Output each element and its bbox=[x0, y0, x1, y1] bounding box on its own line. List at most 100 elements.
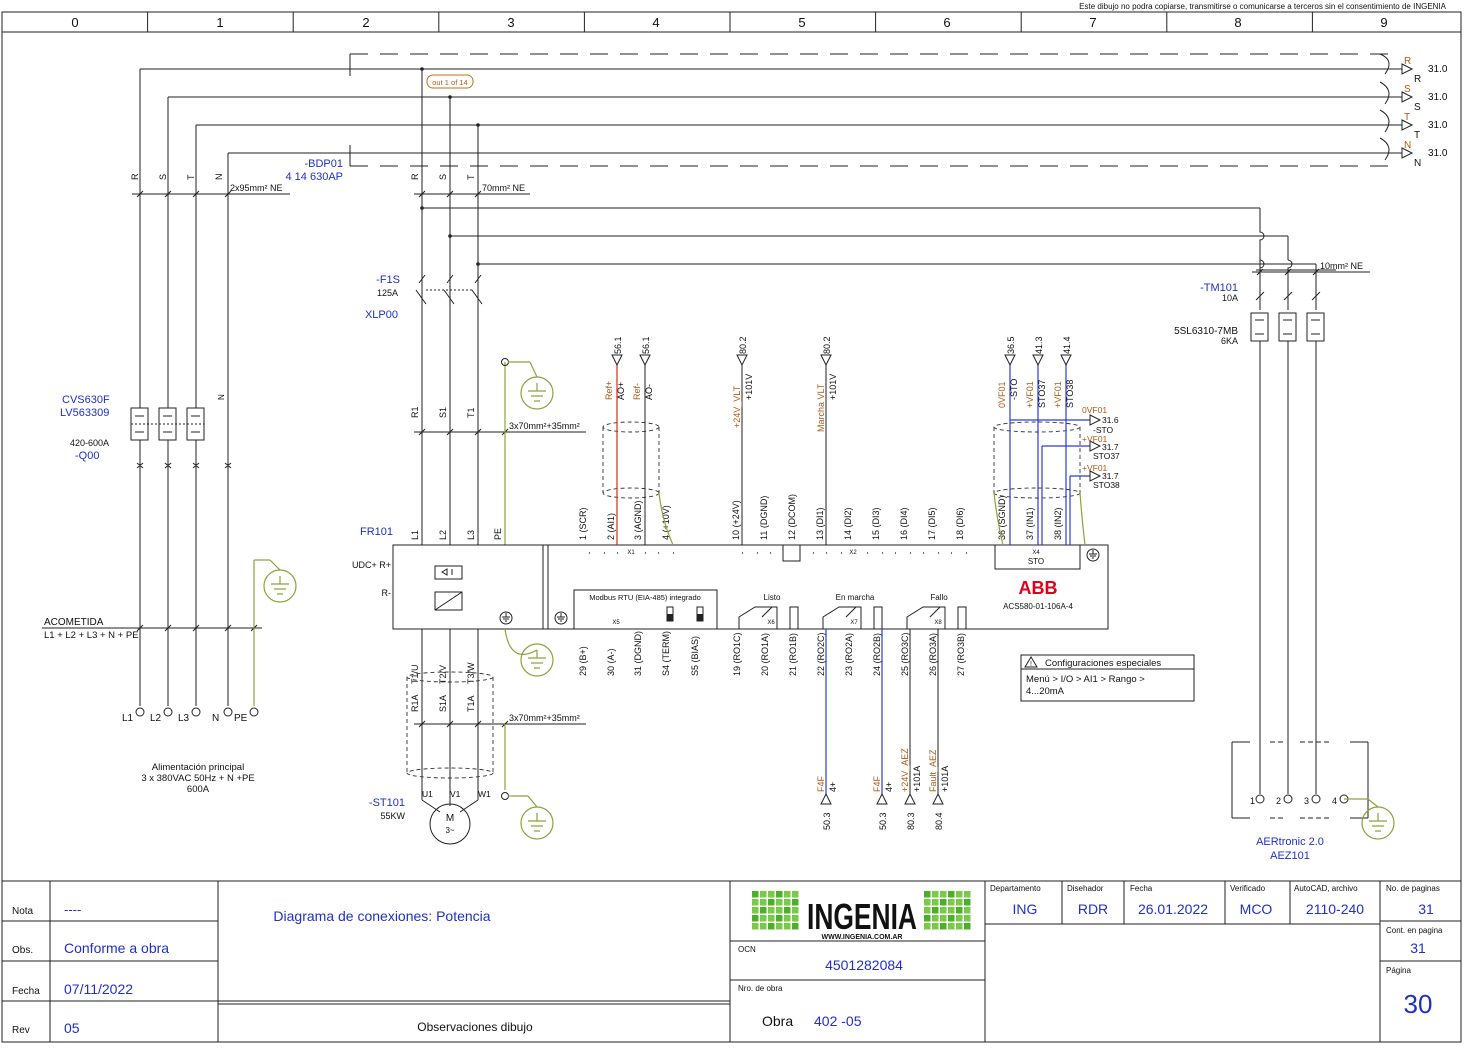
motor-symbol bbox=[429, 803, 471, 845]
bus-phase-letter: N bbox=[1404, 140, 1411, 151]
bus-phase-ref: 31.0 bbox=[1428, 92, 1448, 103]
x1-terminal: 4 (+10V) bbox=[661, 505, 671, 540]
acometida-conductors: L1 + L2 + L3 + N + PE bbox=[44, 630, 139, 641]
sto-sub: STO37 bbox=[1093, 451, 1120, 461]
logo-tile bbox=[752, 923, 759, 930]
inverter-icon bbox=[434, 591, 463, 611]
signal-sub: -STO bbox=[1009, 379, 1019, 400]
logo-tile bbox=[924, 899, 931, 906]
cont-value: 31 bbox=[1410, 940, 1426, 956]
logo-tile bbox=[792, 907, 799, 914]
logo-tile bbox=[752, 899, 759, 906]
sto-xref: 31.6 bbox=[1102, 415, 1119, 425]
breaker-name: CVS630F bbox=[62, 394, 110, 406]
logo-tile bbox=[932, 923, 939, 930]
rev-label: Rev bbox=[12, 1025, 30, 1036]
column-number: 4 bbox=[652, 15, 659, 30]
nota-label: Nota bbox=[12, 906, 34, 917]
copyright-note: Este dibujo no podra copiarse, transmiti… bbox=[1079, 2, 1447, 11]
logo-tile bbox=[784, 907, 791, 914]
device-terminal: 4 bbox=[1332, 796, 1337, 806]
pag-value: 30 bbox=[1404, 989, 1433, 1019]
ground-terminal-icon bbox=[554, 611, 568, 625]
sto-signal: 0VF01 bbox=[1082, 405, 1107, 415]
bus-phase-sub: T bbox=[1414, 130, 1420, 141]
drive-unit[interactable]: FR101 L1 L2 L3 PE UDC+ R+ R- T1/U T2/V T… bbox=[352, 494, 1109, 684]
logo-tile bbox=[760, 915, 767, 922]
out-badge[interactable] bbox=[426, 74, 474, 89]
logo-tile bbox=[784, 899, 791, 906]
signal-name: +24V_AEZ bbox=[900, 748, 910, 792]
logo-tile bbox=[956, 891, 963, 898]
motor-phases: 3~ bbox=[445, 826, 454, 835]
cell-label: Fecha bbox=[1130, 884, 1153, 893]
acometida-label: ACOMETIDA bbox=[44, 617, 104, 628]
fecha-value: 07/11/2022 bbox=[64, 981, 133, 997]
ground-terminal-icon bbox=[499, 611, 513, 625]
fuse-tag: -F1S bbox=[376, 274, 400, 286]
motor-m: M bbox=[446, 813, 454, 824]
column-ruler bbox=[147, 12, 1313, 32]
feed-current: 600A bbox=[187, 784, 210, 795]
npag-value: 31 bbox=[1418, 901, 1434, 917]
column-number: 8 bbox=[1234, 15, 1241, 30]
sto-xref: 31.7 bbox=[1102, 442, 1119, 452]
logo-tile bbox=[932, 899, 939, 906]
tm-rating: 10A bbox=[1222, 293, 1238, 303]
xref: 80.2 bbox=[738, 336, 748, 354]
logo-tile bbox=[940, 923, 947, 930]
relay-title: Fallo bbox=[930, 593, 948, 602]
main-busbar: R 31.0 R S 31.0 S T 31.0 T N 31.0 N bbox=[140, 53, 1448, 169]
logo-tile bbox=[940, 891, 947, 898]
bus-phase-ref: 31.0 bbox=[1428, 120, 1448, 131]
drive-model: ACS580-01-106A-4 bbox=[1003, 602, 1073, 611]
drawing-title: Diagrama de conexiones: Potencia bbox=[273, 908, 490, 924]
sto-xref: 31.7 bbox=[1102, 471, 1119, 481]
ingenia-logo: INGENIA WWW.INGENIA.COM.AR bbox=[752, 889, 972, 941]
logo-tile bbox=[932, 891, 939, 898]
phase-label: R bbox=[130, 173, 140, 180]
x4-connector: X4 bbox=[1032, 550, 1040, 556]
column-number: 9 bbox=[1380, 15, 1387, 30]
bus-phase-letter: S bbox=[1404, 84, 1411, 95]
logo-tile bbox=[924, 923, 931, 930]
cell-value: 26.01.2022 bbox=[1138, 901, 1208, 917]
device-terminal: 3 bbox=[1304, 796, 1309, 806]
relay-terminal: 27 (RO3B) bbox=[956, 633, 966, 676]
sto-signal: +VF01 bbox=[1082, 434, 1108, 444]
x5-connector: X5 bbox=[612, 620, 620, 626]
xref: 36.5 bbox=[1006, 336, 1016, 354]
drive-output-label: T3/W bbox=[466, 662, 476, 684]
logo-tile bbox=[924, 907, 931, 914]
logo-tile bbox=[752, 907, 759, 914]
motor-circuit: R1A S1A T1A 3x70mm²+35mm² U1 V1 W1 M 3~ … bbox=[369, 628, 586, 845]
logo-tile bbox=[752, 891, 759, 898]
xref: 56.1 bbox=[613, 336, 623, 354]
tm-icu: 6KA bbox=[1221, 336, 1238, 346]
logo-tile bbox=[948, 923, 955, 930]
motor-terminal: V1 bbox=[450, 789, 461, 799]
logo-tile bbox=[768, 891, 775, 898]
control-wiring-top: 56.1 56.1 Ref+ Ref- AO+ AO- 80.2 +24V_VL… bbox=[602, 336, 1120, 546]
logo-tile bbox=[964, 923, 971, 930]
device-tag: AEZ101 bbox=[1270, 850, 1310, 862]
motor-power: 55KW bbox=[380, 811, 405, 821]
signal-name: +VF01 bbox=[1025, 381, 1035, 408]
xref: 80.4 bbox=[934, 812, 944, 830]
column-numbers: 0 1 2 3 4 5 6 7 8 9 bbox=[71, 15, 1387, 30]
cell-label: Verificado bbox=[1230, 884, 1266, 893]
logo-tile bbox=[964, 907, 971, 914]
logo-tile bbox=[956, 907, 963, 914]
fuse-rating: 125A bbox=[377, 288, 398, 298]
logo-url: WWW.INGENIA.COM.AR bbox=[822, 934, 903, 941]
relay-terminal: 25 (RO3C) bbox=[900, 632, 910, 676]
logo-tile bbox=[776, 907, 783, 914]
npag-label: No. de paginas bbox=[1386, 884, 1440, 893]
config-note: ! Configuraciones especiales Menú > I/O … bbox=[1020, 654, 1195, 702]
logo-tile bbox=[784, 923, 791, 930]
cable-spec: 10mm² NE bbox=[1320, 261, 1363, 271]
x2-terminal: 13 (DI1) bbox=[815, 507, 825, 540]
x2-terminal: 18 (DI6) bbox=[955, 507, 965, 540]
cable-spec: 3x70mm²+35mm² bbox=[509, 713, 580, 723]
